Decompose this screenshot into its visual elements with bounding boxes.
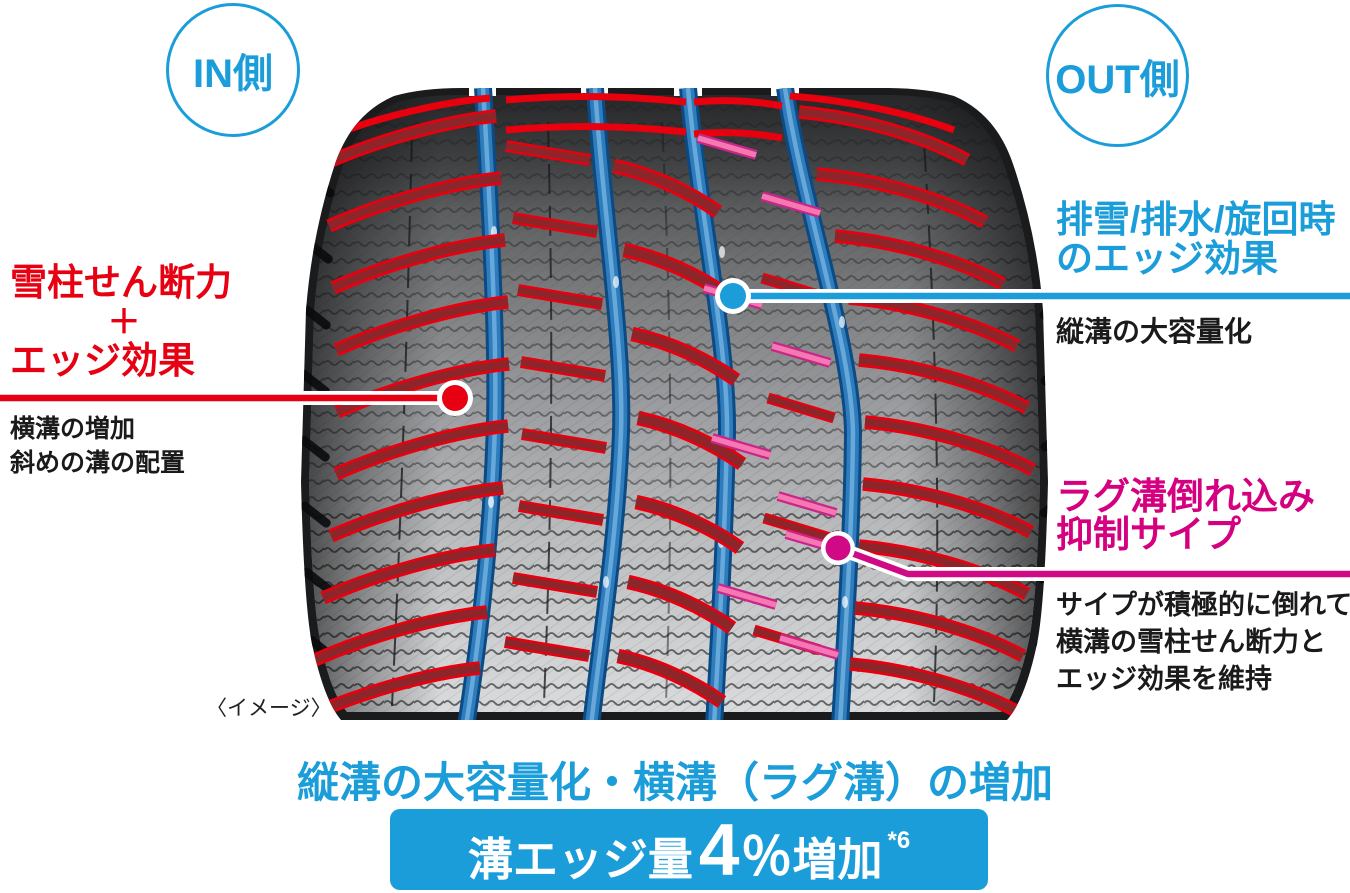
- badge-number: 4: [698, 810, 740, 891]
- right-top-heading-line1: 排雪/排水/旋回時: [1056, 199, 1336, 240]
- badge-percent: ％: [740, 829, 793, 887]
- in-side-label: IN側: [193, 52, 273, 96]
- red-lug-grooves: [308, 92, 1033, 716]
- badge-footnote: *6: [887, 827, 911, 854]
- left-desc-line2: 斜めの溝の配置: [10, 449, 186, 477]
- left-heading-plus: ＋: [107, 303, 141, 340]
- image-caption: 〈イメージ〉: [206, 697, 332, 720]
- left-desc-line1: 横溝の増加: [10, 415, 136, 443]
- badge-text: 溝エッジ量: [467, 834, 693, 885]
- right-bottom-heading-line1: ラグ溝倒れ込み: [1056, 476, 1315, 517]
- badge-suffix: 増加: [792, 834, 883, 885]
- right-top-heading-line2: のエッジ効果: [1056, 238, 1278, 279]
- out-side-badge: OUT側: [1046, 4, 1189, 147]
- out-side-label: OUT側: [1055, 57, 1180, 102]
- right-top-annotation-description: 縦溝の大容量化: [1056, 316, 1253, 347]
- right-bottom-desc-line3: エッジ効果を維持: [1056, 664, 1272, 694]
- left-annotation-heading: 雪柱せん断力 ＋ エッジ効果: [10, 263, 238, 380]
- left-heading-line1: 雪柱せん断力: [10, 262, 232, 303]
- right-bottom-annotation-heading: ラグ溝倒れ込み 抑制サイプ: [1056, 478, 1315, 554]
- edge-increase-badge: 溝エッジ量 4 ％ 増加 *6: [390, 809, 988, 891]
- left-annotation-description: 横溝の増加 斜めの溝の配置: [10, 412, 185, 480]
- right-bottom-annotation-description: サイプが積極的に倒れて 横溝の雪柱せん断力と エッジ効果を維持: [1056, 587, 1350, 698]
- right-top-annotation-heading: 排雪/排水/旋回時 のエッジ効果: [1056, 200, 1336, 278]
- bottom-summary-heading: 縦溝の大容量化・横溝（ラグ溝）の増加: [296, 759, 1053, 806]
- right-bottom-desc-line1: サイプが積極的に倒れて: [1056, 590, 1350, 620]
- in-side-badge: IN側: [166, 3, 300, 137]
- tire-illustration: [301, 82, 1048, 720]
- right-bottom-desc-line2: 横溝の雪柱せん断力と: [1056, 627, 1326, 657]
- left-heading-line2: エッジ効果: [10, 340, 195, 381]
- right-bottom-heading-line2: 抑制サイプ: [1056, 514, 1241, 555]
